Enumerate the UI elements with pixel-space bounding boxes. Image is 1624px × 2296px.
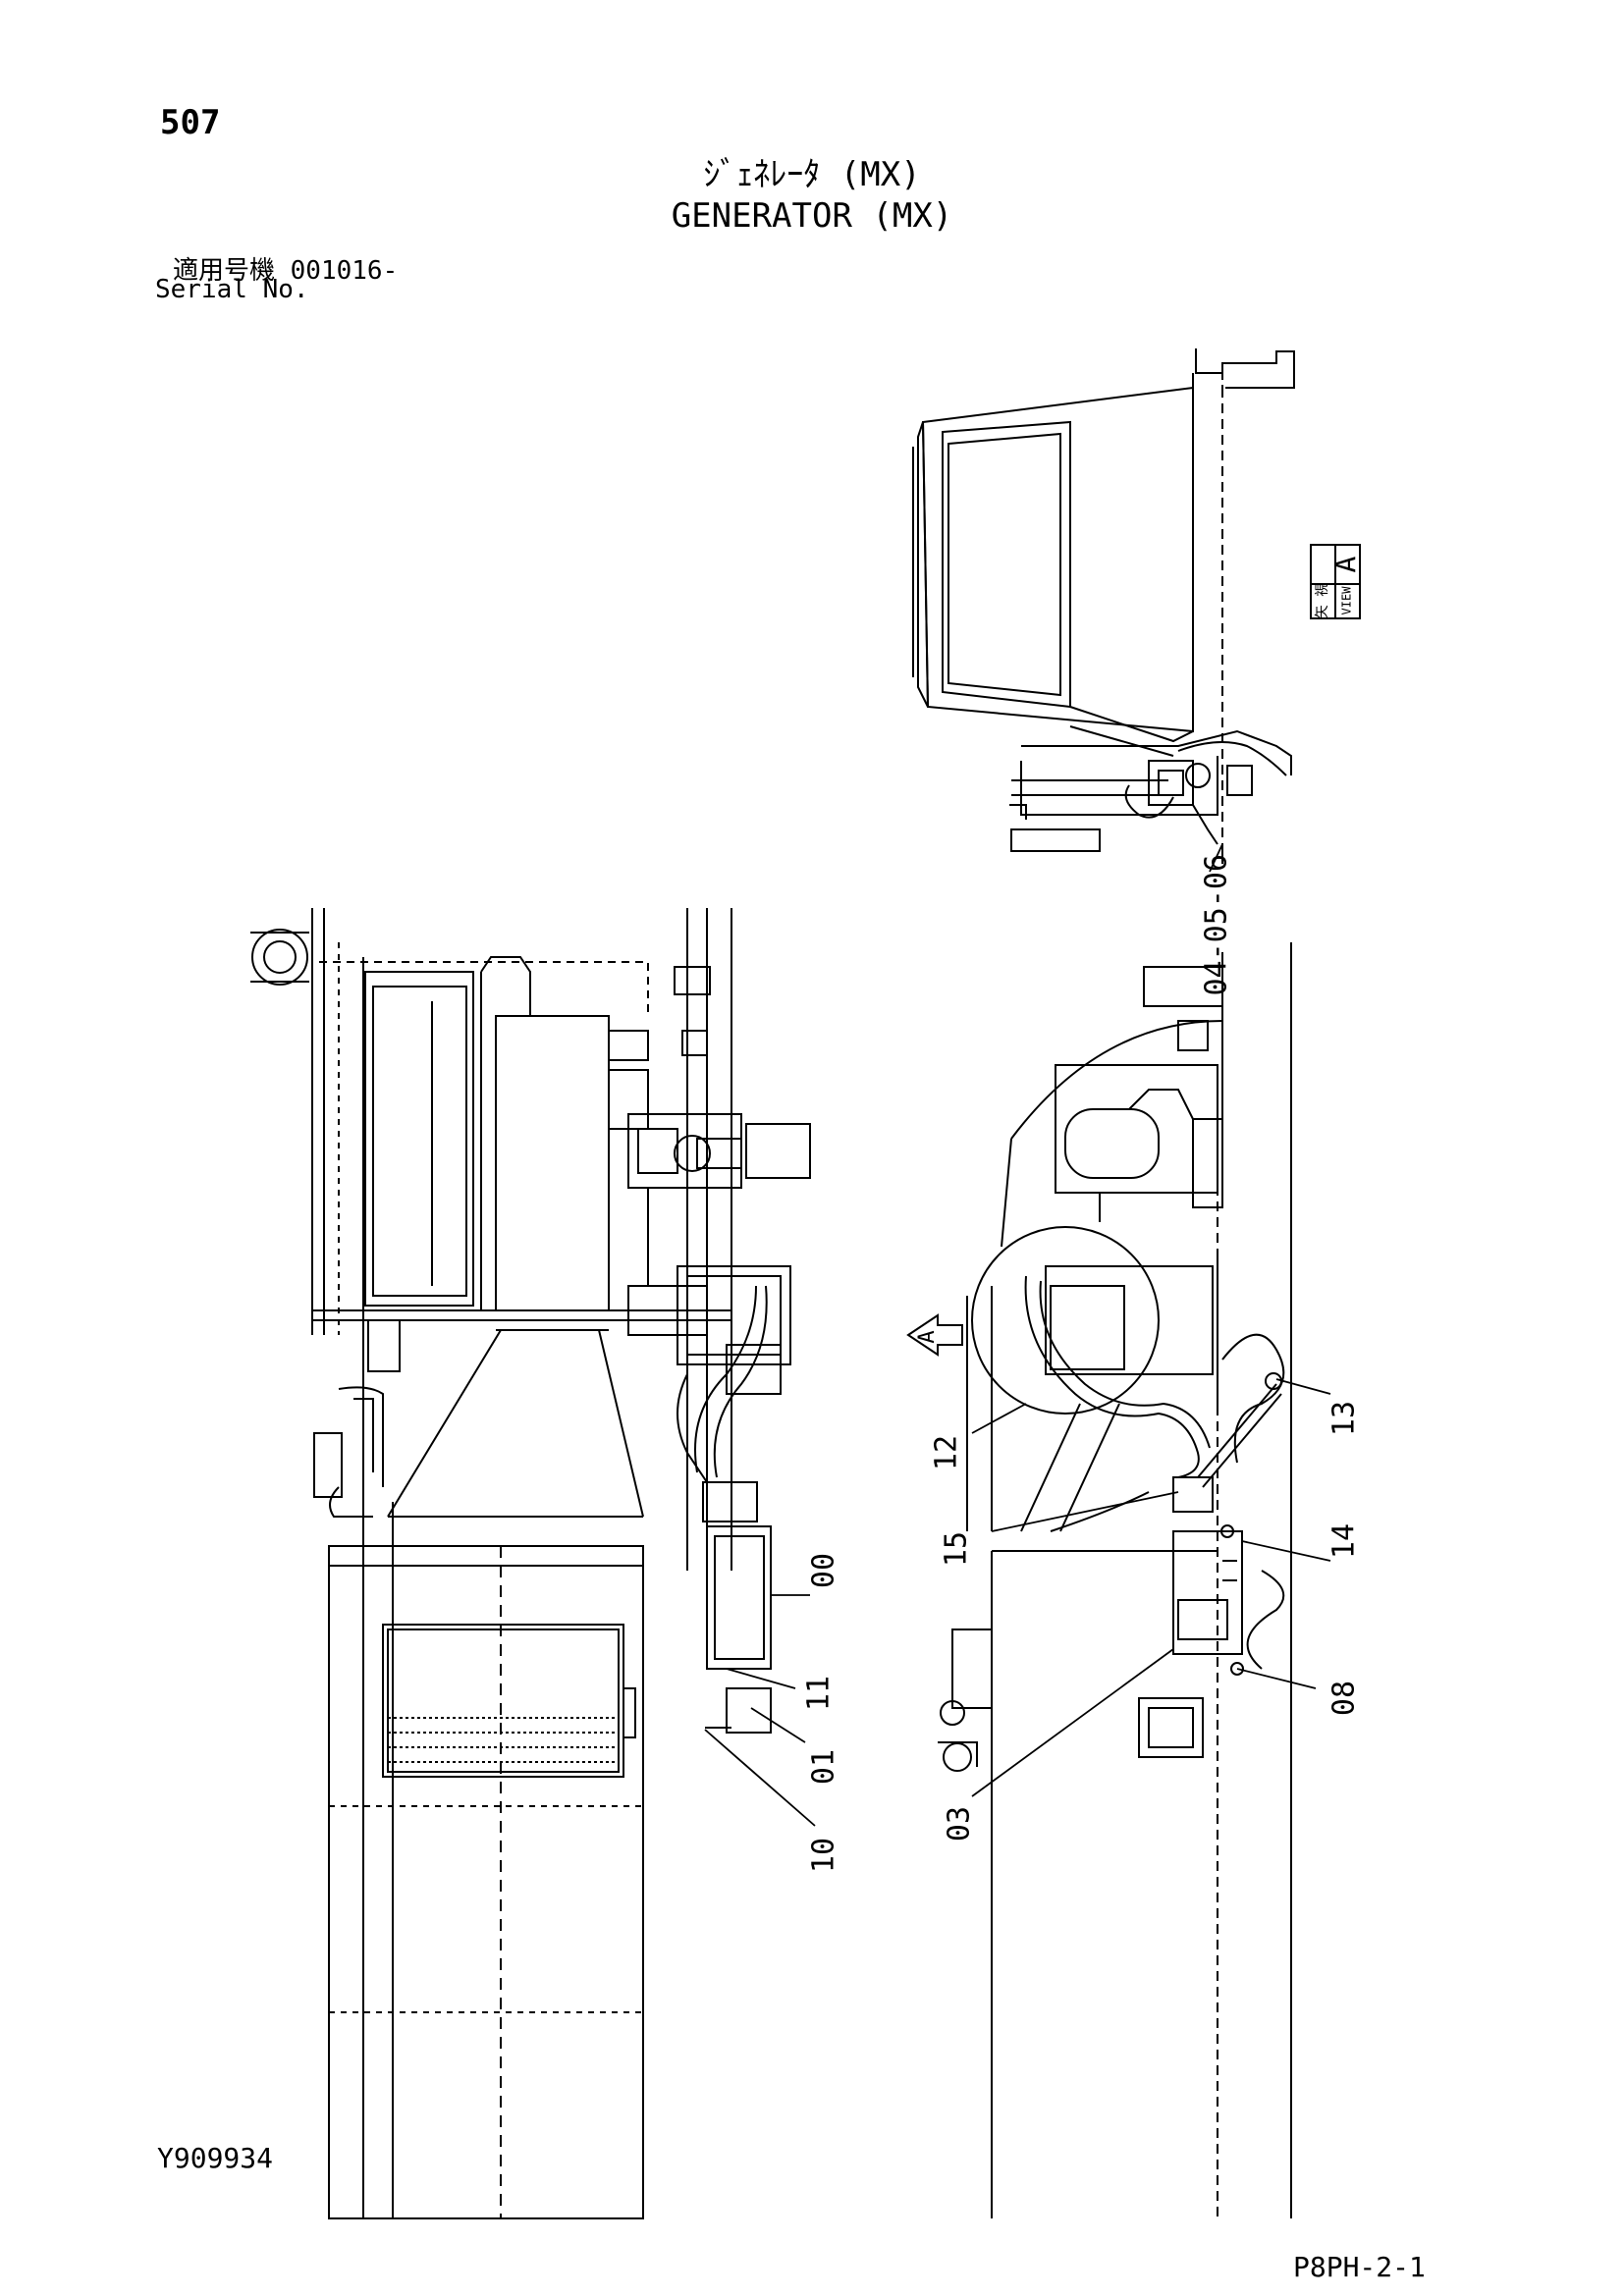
callout-14: 14: [1327, 1523, 1362, 1559]
callout-08: 08: [1327, 1681, 1362, 1716]
callout-00: 00: [807, 1553, 841, 1588]
view-a-label-box: [1310, 544, 1361, 619]
callout-04-05-06: 04-05-06: [1200, 854, 1234, 996]
serial-label-english: Serial No.: [155, 275, 309, 304]
view-a-label-jp: 矢 視: [1315, 583, 1330, 618]
title-japanese: ｼﾞｪﾈﾚｰﾀ (MX): [703, 155, 921, 194]
callout-15: 15: [940, 1531, 974, 1567]
serial-label-japanese: 適用号機 001016-: [173, 256, 399, 286]
main-right-drawing: [906, 942, 1292, 2218]
drawing-code: Y909934: [157, 2142, 274, 2174]
callout-13: 13: [1327, 1401, 1362, 1436]
page-number: 507: [160, 103, 221, 142]
title-english: GENERATOR (MX): [671, 196, 953, 236]
main-left-drawing: [250, 908, 811, 2219]
view-a-drawing: [912, 348, 1295, 864]
view-marker-letter: A: [915, 1330, 940, 1343]
view-a-label-en: VIEW: [1340, 586, 1354, 615]
callout-10: 10: [807, 1838, 841, 1873]
callout-11: 11: [802, 1676, 837, 1711]
callout-03: 03: [943, 1806, 977, 1842]
leader-lines: [704, 843, 1331, 1827]
callout-12: 12: [930, 1435, 964, 1470]
sheet-code: P8PH-2-1: [1293, 2251, 1426, 2283]
view-a-letter: A: [1329, 556, 1362, 572]
callout-01: 01: [807, 1749, 841, 1785]
